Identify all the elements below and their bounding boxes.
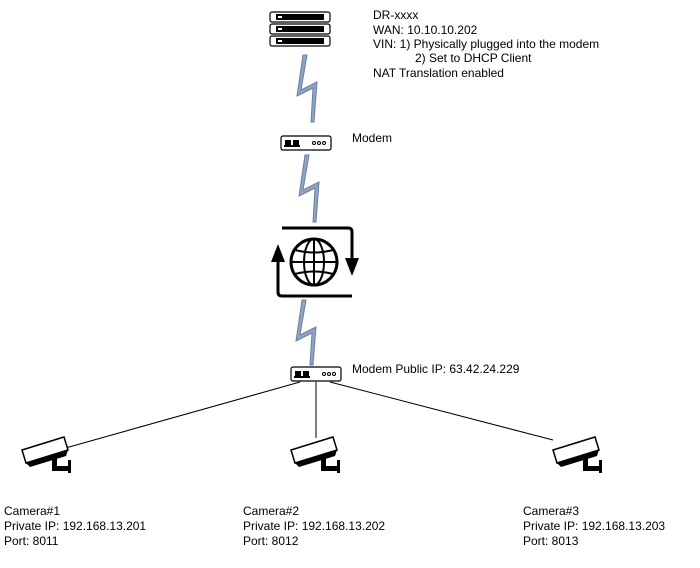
modem-bottom-label: Modem Public IP: 63.42.24.229 — [352, 362, 520, 376]
wireless-link-3 — [295, 299, 317, 366]
router-wan: WAN: 10.10.10.202 — [373, 22, 478, 37]
router-nat: NAT Translation enabled — [373, 65, 504, 80]
camera-2-ip: Private IP: 192.168.13.202 — [243, 519, 386, 533]
camera-3-ip: Private IP: 192.168.13.203 — [523, 519, 666, 533]
camera-3-name: Camera#3 — [523, 504, 580, 518]
camera-1-port: Port: 8011 — [4, 534, 59, 548]
wireless-link-2 — [298, 154, 320, 223]
wireless-link-1 — [296, 54, 318, 123]
router-name: DR-xxxx — [373, 8, 419, 22]
camera-3-icon[interactable] — [552, 436, 602, 473]
internet-icon[interactable] — [271, 226, 359, 298]
modem-bottom-icon[interactable] — [290, 366, 342, 382]
camera-1-ip: Private IP: 192.168.13.201 — [4, 519, 147, 533]
link-camera-3 — [329, 381, 554, 441]
camera-connections — [61, 381, 554, 450]
link-camera-1 — [61, 381, 301, 450]
camera-2-port: Port: 8012 — [243, 534, 299, 548]
camera-1-name: Camera#1 — [4, 504, 61, 518]
modem-top-label: Modem — [352, 131, 393, 145]
router-vin-line2: 2) Set to DHCP Client — [415, 51, 532, 65]
camera-3-port: Port: 8013 — [523, 534, 579, 548]
camera-1-icon[interactable] — [21, 436, 71, 473]
camera-2-icon[interactable] — [290, 436, 340, 473]
camera-2-name: Camera#2 — [243, 504, 300, 518]
router-vin-line1: VIN: 1) Physically plugged into the mode… — [373, 37, 600, 51]
globe-icon — [289, 237, 339, 287]
router-icon[interactable] — [269, 11, 331, 47]
modem-top-icon[interactable] — [280, 135, 332, 151]
